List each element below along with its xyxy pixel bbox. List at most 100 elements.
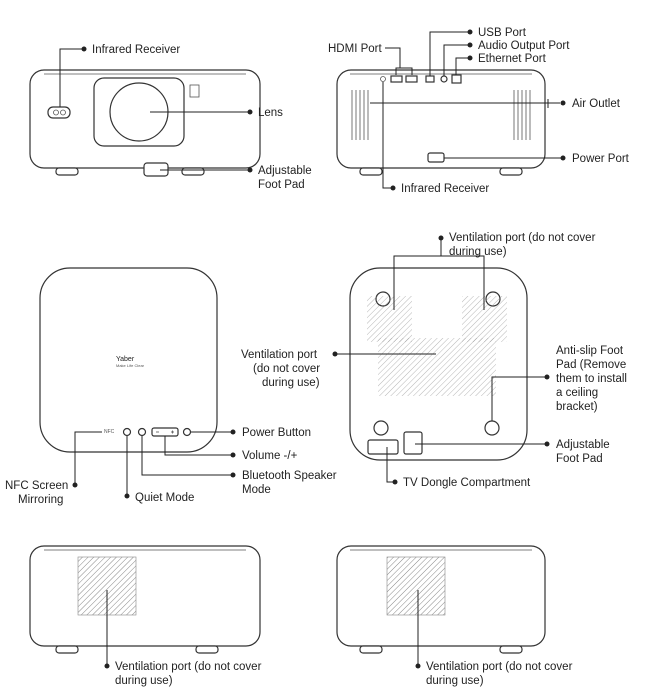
bottom-foot-label-1: Adjustable [556,439,610,451]
bottom-foot-callout-dot [544,441,550,447]
left-ventilation-label-2: during use) [115,675,173,687]
lens-label: Lens [258,107,283,119]
ir-sensor-dot-2 [60,109,66,116]
nfc-callout-dot [72,482,78,488]
volume-callout-dot [230,452,236,458]
volume-rocker[interactable] [151,427,179,437]
air-outlet-left [351,90,369,140]
left-side-callout-dot [104,663,110,669]
jbl-badge-icon [189,84,200,98]
power-button-callout-dot [230,429,236,435]
bottom-vent-center [378,338,496,396]
bottom-ventilation-center-label-1: Ventilation port [241,349,318,361]
nfc-callout-line [74,431,102,485]
hdmi-port-label: HDMI Port [328,43,382,55]
right-side-callout-dot [415,663,421,669]
back-foot-left [359,167,383,176]
front-foot-left [55,167,79,176]
dongle-callout-line [386,447,394,483]
left-side-body [29,545,261,647]
ir-callout-line [59,48,84,107]
hdmi-port-2-icon [405,75,418,83]
bottom-vent-top-line [393,238,442,310]
bottom-adjustable-foot-icon [403,431,423,455]
audio-callout-line [443,44,470,76]
nfc-icon: NFC [104,429,115,435]
bluetooth-speaker-icon[interactable] [137,427,147,437]
back-ir-callout-dot [390,185,396,191]
anti-slip-label-1: Anti-slip Foot [556,345,624,357]
bluetooth-callout-dot [230,472,236,478]
audio-output-port-label: Audio Output Port [478,40,570,52]
bottom-vent-top-line-2 [441,255,485,310]
volume-label: Volume -/+ [242,450,298,462]
bottom-vent-center-dot [332,351,338,357]
bluetooth-label-1: Bluetooth Speaker [242,470,337,482]
top-body [39,267,218,453]
hdmi-port-1-icon [390,75,403,83]
bottom-ventilation-center-label-2: (do not cover [253,363,320,375]
back-body [336,69,546,169]
brand-logo: Yaber [116,356,135,363]
hdmi-bracket [395,67,413,75]
nfc-label-1: NFC Screen [5,480,68,492]
usb-port-label: USB Port [478,27,527,39]
anti-slip-label-4: a ceiling [556,387,598,399]
right-side-view: Ventilation port (do not cover during us… [336,545,573,687]
audio-output-port-icon [440,75,448,83]
usb-callout-line [429,31,470,76]
air-outlet-label: Air Outlet [572,98,621,110]
front-view: Infrared Receiver Lens Adjustable Foot P… [29,44,312,191]
bottom-ventilation-top-label-2: during use) [449,246,507,258]
top-view: Yaber Make Life Clear NFC Power Button V… [5,267,337,506]
power-port-icon [427,152,445,163]
bottom-vent-left [367,296,412,342]
usb-port-icon [425,75,435,83]
left-side-view: Ventilation port (do not cover during us… [29,545,262,687]
power-port-callout-dot [560,155,566,161]
ir-sensor-dot-1 [53,109,59,116]
quiet-mode-callout-dot [124,493,130,499]
back-ir-callout-line [382,82,392,189]
bottom-view: Ventilation port (do not cover during us… [241,232,627,489]
power-port-label: Power Port [572,153,630,165]
front-infrared-receiver-label: Infrared Receiver [92,44,180,56]
air-outlet-callout-dot [560,100,566,106]
power-button-label: Power Button [242,427,311,439]
front-foot-right [181,167,205,176]
anti-slip-callout-line [491,376,547,421]
bluetooth-callout-line [141,436,233,476]
right-side-foot-left [359,645,383,654]
lens-callout-dot [247,109,253,115]
back-infrared-receiver-label: Infrared Receiver [401,183,489,195]
bottom-ventilation-center-label-3: during use) [262,377,320,389]
volume-callout-line [164,436,233,456]
anti-slip-label-3: them to install [556,373,627,385]
anti-slip-label-5: bracket) [556,401,598,413]
quiet-mode-icon[interactable] [122,427,132,437]
back-foot-right [499,167,523,176]
bluetooth-label-2: Mode [242,484,271,496]
tv-dongle-label: TV Dongle Compartment [403,477,531,489]
front-foot-label-1: Adjustable [258,165,312,177]
bottom-foot-label-2: Foot Pad [556,453,603,465]
infrared-receiver-icon [47,106,71,119]
anti-slip-pad-bottom-right [484,420,500,436]
power-button-icon[interactable] [182,427,192,437]
front-foot-label-2: Foot Pad [258,179,305,191]
right-ventilation-label-1: Ventilation port (do not cover [426,661,573,673]
left-side-foot-right [195,645,219,654]
ethernet-port-label: Ethernet Port [478,53,547,65]
anti-slip-pad-bottom-left [373,420,389,436]
nfc-label-2: Mirroring [18,494,63,506]
brand-tagline: Make Life Clear [116,363,145,368]
tv-dongle-compartment-icon [367,439,399,455]
right-side-foot-right [499,645,523,654]
anti-slip-label-2: Pad (Remove [556,359,626,371]
air-outlet-right [513,90,531,140]
right-ventilation-label-2: during use) [426,675,484,687]
back-view: USB Port Audio Output Port Ethernet Port… [328,27,630,195]
front-foot-callout-dot [247,167,253,173]
ethernet-port-icon [451,74,462,84]
